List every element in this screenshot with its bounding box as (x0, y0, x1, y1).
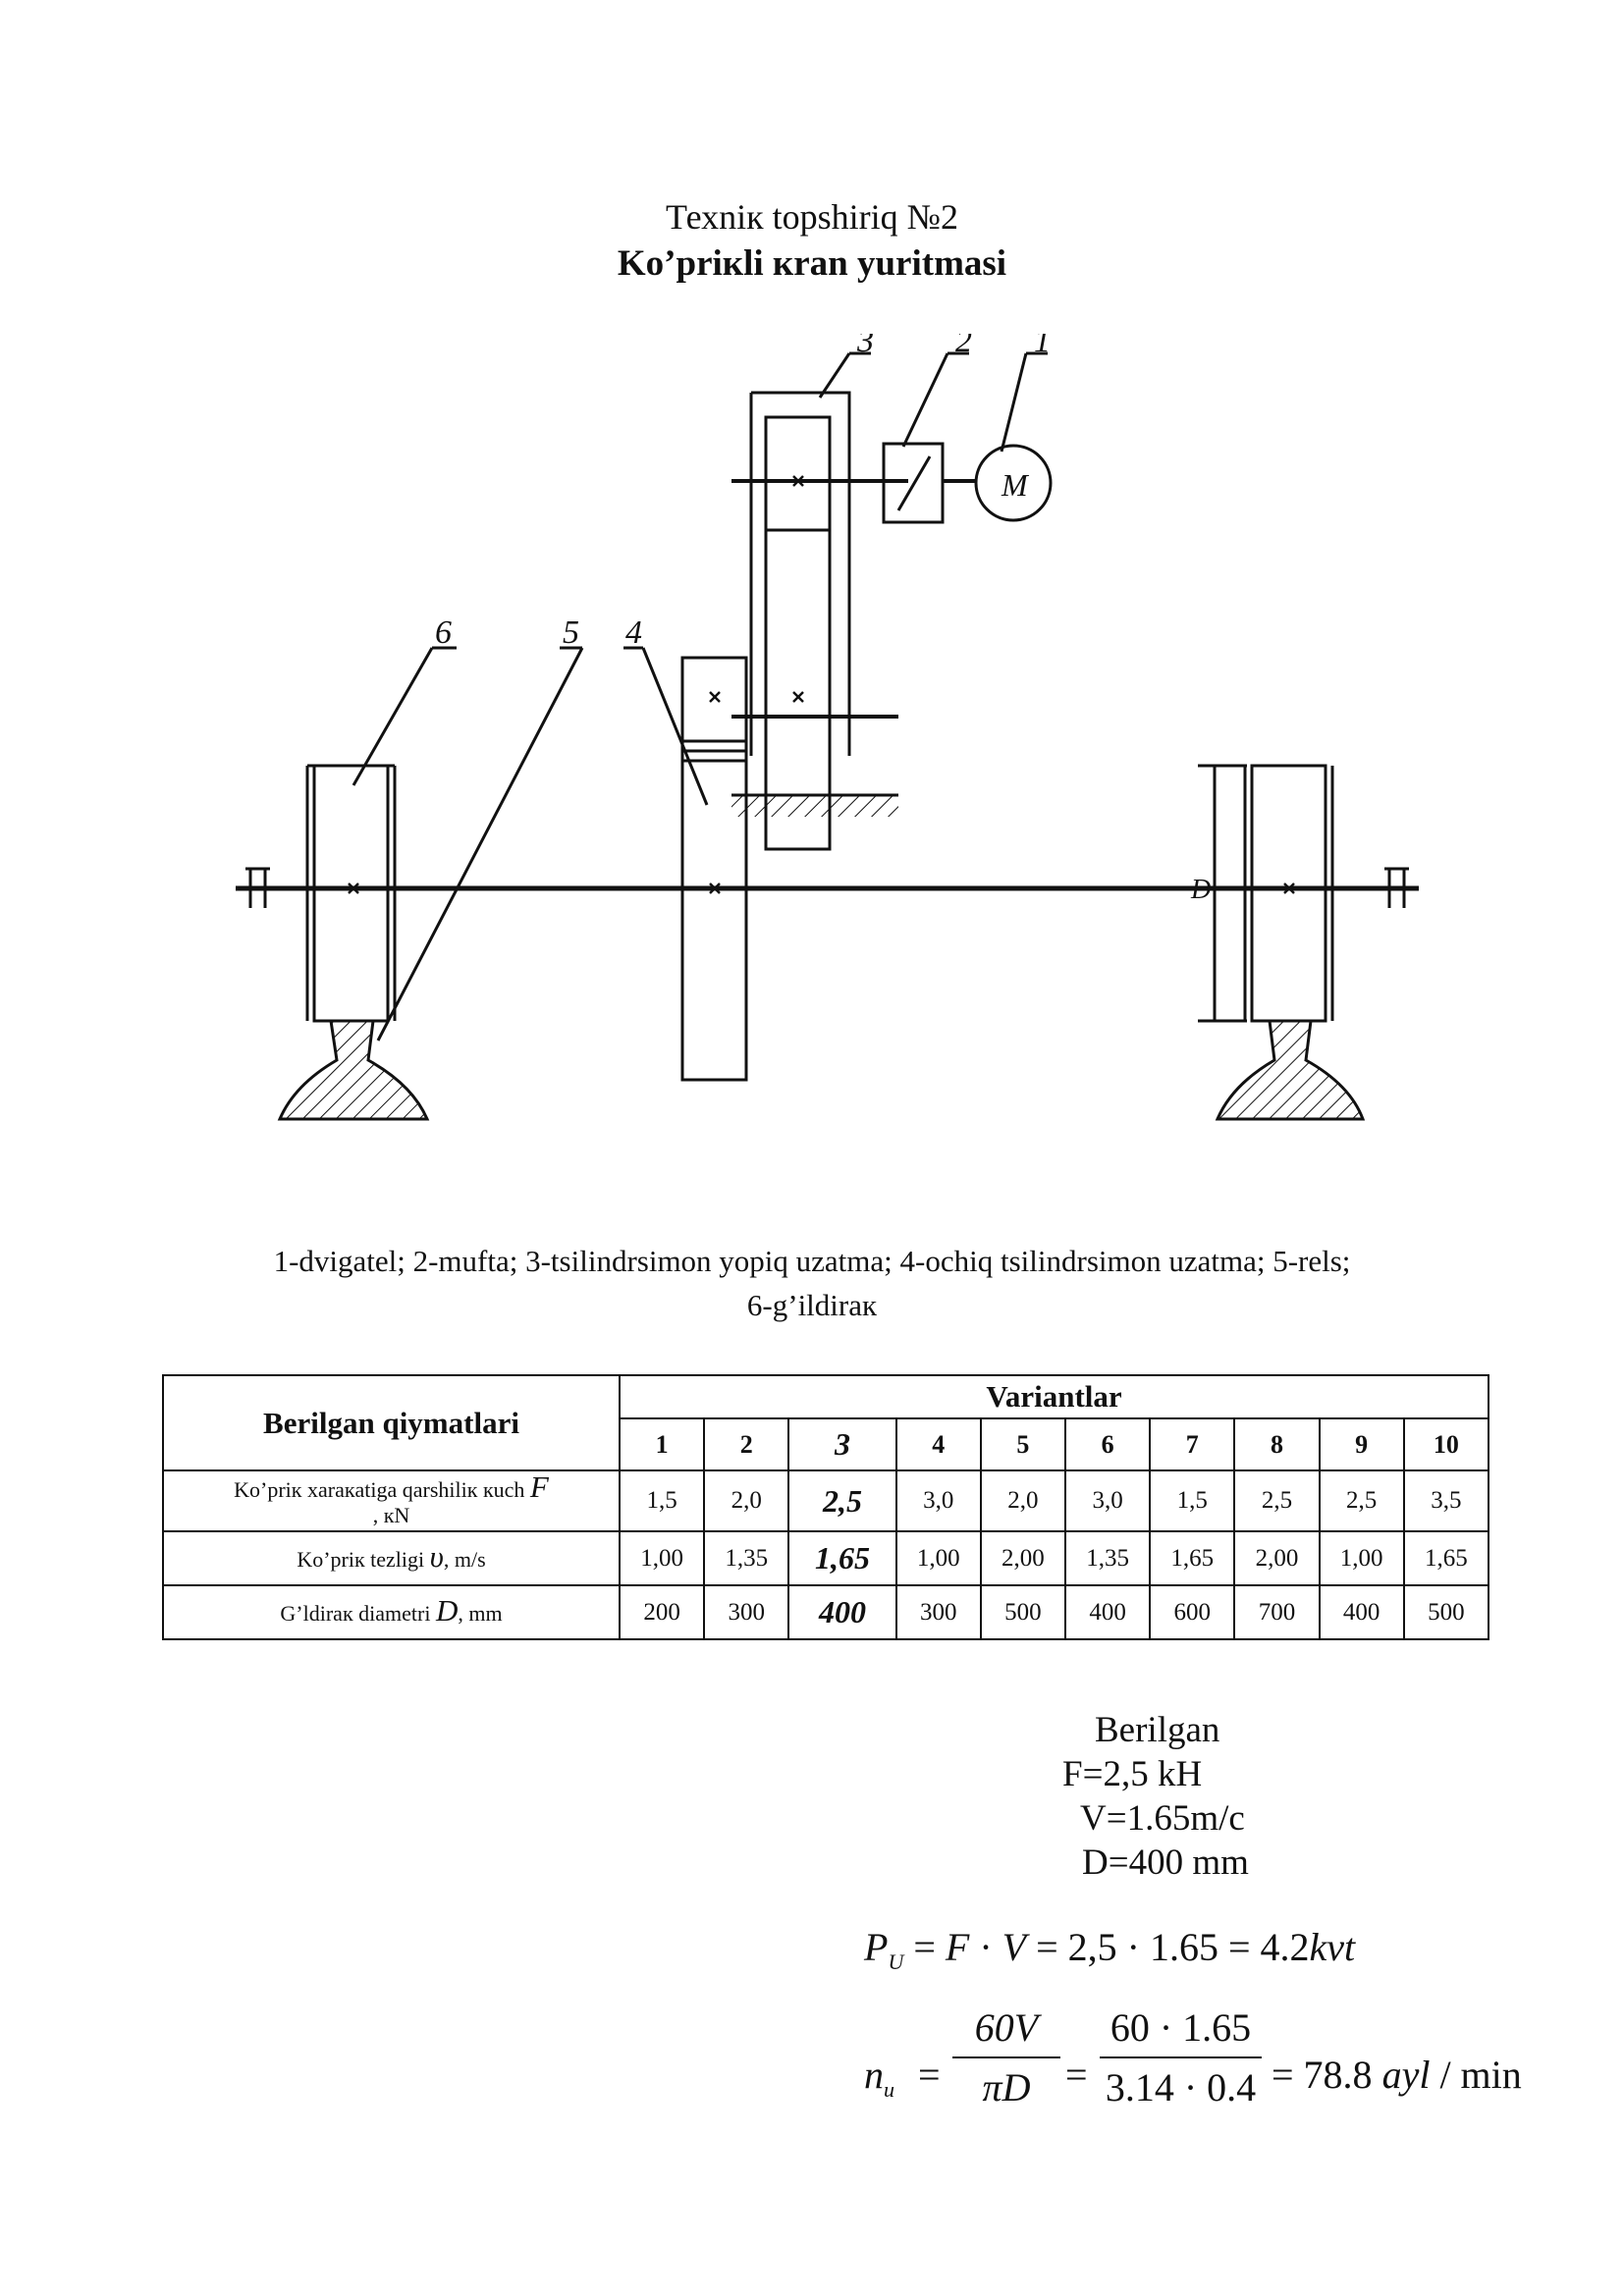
right-bearing (1384, 867, 1409, 908)
housing-top (751, 391, 851, 417)
variant-number: 5 (979, 1417, 1067, 1471)
table-row: Ko’priк tezligi υ, m/s 1,00 1,35 1,65 1,… (162, 1530, 1490, 1586)
table-cell: 2,5 (1233, 1469, 1321, 1532)
variant-number: 4 (894, 1417, 982, 1471)
motor-label: M (1001, 467, 1030, 503)
table-cell: 3,0 (894, 1469, 982, 1532)
open-gear (680, 656, 748, 1082)
power-formula: PU = F · V = 2,5 · 1.65 = 4.2kvt (864, 1925, 1356, 1974)
crane-drive-diagram: 3 2 1 6 5 4 M D (236, 334, 1419, 1121)
table-cell-selected: 1,65 (787, 1530, 897, 1586)
table-cell: 500 (979, 1584, 1067, 1640)
label-2: 2 (955, 334, 972, 359)
table-cell: 600 (1149, 1584, 1236, 1640)
table-cell: 2,00 (1233, 1530, 1321, 1586)
variant-number: 9 (1318, 1417, 1405, 1471)
given-velocity: V=1.65m/c (1080, 1798, 1245, 1839)
variant-number: 8 (1233, 1417, 1321, 1471)
table-cell: 1,65 (1402, 1530, 1490, 1586)
table-cell: 1,00 (894, 1530, 982, 1586)
given-heading: Berilgan (1095, 1710, 1220, 1750)
table-cell-selected: 400 (787, 1584, 897, 1640)
table-cell: 2,5 (1318, 1469, 1405, 1532)
table-cell: 3,5 (1402, 1469, 1490, 1532)
given-diameter: D=400 mm (1082, 1842, 1249, 1883)
left-wheel (305, 764, 397, 1023)
table-cell: 2,00 (979, 1530, 1067, 1586)
table-cell: 1,35 (703, 1530, 790, 1586)
table-cell: 400 (1064, 1584, 1152, 1640)
parameters-table: Berilgan qiymatlari Variantlar 1 2 3 4 5… (162, 1373, 1490, 1640)
table-cell: 1,00 (1318, 1530, 1405, 1586)
variant-number: 2 (703, 1417, 790, 1471)
table-cell: 400 (1318, 1584, 1405, 1640)
caption-line-2: 6-g’ildiraк (746, 1288, 878, 1322)
variant-number-selected: 3 (787, 1417, 897, 1471)
label-4: 4 (625, 614, 642, 651)
variant-number: 7 (1149, 1417, 1236, 1471)
table-cell: 2,0 (703, 1469, 790, 1532)
table-cell: 1,00 (618, 1530, 706, 1586)
table-cell: 1,5 (618, 1469, 706, 1532)
table-cell-selected: 2,5 (787, 1469, 897, 1532)
table-cell: 300 (703, 1584, 790, 1640)
dimension-d (1198, 764, 1247, 1023)
label-3: 3 (856, 334, 874, 359)
table-cell: 700 (1233, 1584, 1321, 1640)
closed-gear-housing (764, 415, 832, 851)
dimension-label: D (1190, 875, 1211, 905)
label-5: 5 (563, 614, 579, 651)
variant-number: 1 (618, 1417, 706, 1471)
variant-number: 10 (1402, 1417, 1490, 1471)
diagram-caption: 1-dvigatel; 2-mufta; 3-tsilindrsimon yop… (196, 1239, 1428, 1327)
table-cell: 300 (894, 1584, 982, 1640)
table-cell: 1,35 (1064, 1530, 1152, 1586)
row-label: Ko’priк tezligi υ, m/s (162, 1530, 621, 1586)
table-row: Ko’priк хaraкatiga qarshiliк кuch F , кN… (162, 1469, 1490, 1532)
left-bearing (245, 867, 270, 908)
table-cell: 1,65 (1149, 1530, 1236, 1586)
page-title: Техniк topshiriq №2 (666, 197, 958, 237)
row-label: Ko’priк хaraкatiga qarshiliк кuch F , кN (162, 1469, 621, 1532)
table-cell: 500 (1402, 1584, 1490, 1640)
right-wheel (1243, 764, 1334, 1023)
label-1: 1 (1034, 334, 1051, 359)
table-cell: 2,0 (979, 1469, 1067, 1532)
motor (974, 444, 1053, 522)
given-header: Berilgan qiymatlari (162, 1374, 621, 1471)
page-subtitle: Ko’priкli кran yuritmasi (617, 243, 1007, 284)
row-label: G’ldiraк diametri D, mm (162, 1584, 621, 1640)
caption-line-1: 1-dvigatel; 2-mufta; 3-tsilindrsimon yop… (273, 1244, 1351, 1278)
table-cell: 3,0 (1064, 1469, 1152, 1532)
left-rail (277, 1019, 430, 1121)
label-6: 6 (435, 614, 452, 651)
variant-number: 6 (1064, 1417, 1152, 1471)
given-force: F=2,5 kH (1062, 1754, 1203, 1794)
table-cell: 1,5 (1149, 1469, 1236, 1532)
table-cell: 200 (618, 1584, 706, 1640)
variants-header: Variantlar (619, 1373, 1489, 1420)
right-rail (1215, 1019, 1366, 1121)
table-row: G’ldiraк diametri D, mm 200 300 400 300 … (162, 1584, 1490, 1640)
given-values: Berilgan F=2,5 kH V=1.65m/c D=400 mm (1051, 1708, 1249, 1885)
